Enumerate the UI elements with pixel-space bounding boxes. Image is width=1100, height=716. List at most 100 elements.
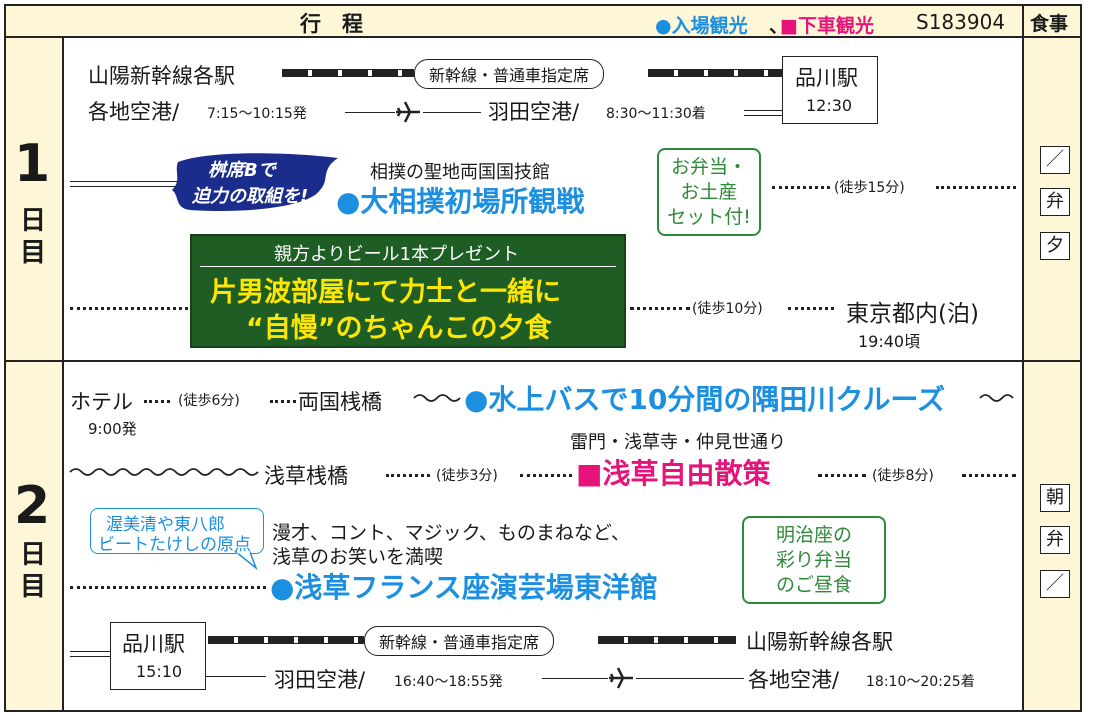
lunch-line1: 明治座の — [775, 524, 852, 546]
badge-line1: 桝席Bで — [208, 160, 276, 181]
lunch-line3: のご昼食 — [775, 574, 852, 596]
day1-walk-line-left — [772, 186, 830, 189]
day2-walk-line-c — [386, 474, 430, 477]
day1-number: 1 — [14, 134, 51, 194]
day1-departure-airport-time: 7:15～10:15発 — [207, 106, 307, 122]
bento-note: お弁当・ お土産 セット付! — [657, 148, 761, 236]
bento-line3: セット付! — [667, 206, 751, 228]
day1-rail-line-left — [282, 69, 414, 77]
day2-label-ch2: 目 — [20, 572, 47, 602]
day2-ryogoku-pier: 両国桟橋 — [298, 390, 382, 414]
day1-flight-line-left — [345, 112, 395, 113]
day2-rail-line-right — [598, 636, 736, 644]
meal-header: 食事 — [1030, 13, 1069, 35]
day2-departure-airport: 羽田空港/ — [274, 668, 366, 692]
badge-line2: 迫力の取組を! — [192, 186, 309, 207]
day2-hotel: ホテル — [70, 390, 133, 414]
show-line2: 浅草のお笑いを満喫 — [272, 546, 444, 568]
lunch-note: 明治座の 彩り弁当 のご昼食 — [742, 516, 886, 604]
day1-departure-airport: 各地空港/ — [88, 100, 180, 124]
day2-meal-dinner: ／ — [1040, 570, 1070, 598]
day1-sumo-line — [70, 181, 182, 187]
legend-dropoff: ■下車観光 — [780, 15, 874, 37]
bento-line2: お土産 — [680, 181, 738, 203]
asakusa-title: ■浅草自由散策 — [576, 457, 771, 490]
day1-label-ch1: 日 — [20, 206, 47, 236]
bubble-line2: ビートたけしの原点 — [98, 535, 251, 555]
day2-arrival-station: 山陽新幹線各駅 — [746, 630, 893, 654]
day2-asakusa-pier: 浅草桟橋 — [264, 464, 348, 488]
tour-code: S183904 — [916, 10, 1006, 34]
legend-separator: 、 — [769, 15, 789, 37]
sumo-title: ●大相撲初場所観戦 — [336, 185, 585, 218]
day2-rail-label: 新幹線・普通車指定席 — [364, 626, 555, 656]
cruise-title: ●水上バスで10分間の隅田川クルーズ — [464, 383, 946, 416]
day2-walk-line-a — [144, 400, 170, 403]
day1-flight-line-right — [423, 112, 481, 113]
day2-label-col — [4, 360, 64, 712]
brush-badge-bg — [172, 153, 338, 212]
lunch-line2: 彩り弁当 — [775, 549, 852, 571]
day1-hotel-line — [788, 307, 834, 310]
day1-arrival-airport-time: 8:30～11:30着 — [606, 106, 706, 122]
day1-arrival-airport: 羽田空港/ — [488, 100, 580, 124]
day1-dinner-line-right — [630, 307, 690, 310]
wave-icon-right — [979, 394, 1014, 402]
day2-walk-line-b — [270, 400, 296, 403]
day2-shinagawa-box — [110, 622, 206, 690]
day1-rail-label: 新幹線・普通車指定席 — [414, 59, 605, 89]
note-bubble — [90, 508, 264, 554]
chanko-box — [190, 234, 626, 348]
day2-meal-breakfast: 朝 — [1040, 484, 1070, 512]
day2-arrival-airport: 各地空港/ — [748, 668, 840, 692]
header-title: 行 程 — [300, 12, 363, 36]
bubble-line1: 渥美清や東八郎 — [106, 515, 225, 535]
theater-title: ●浅草フランス座演芸場東洋館 — [270, 571, 658, 604]
day2-number: 2 — [14, 476, 51, 536]
day2-rail-line-left — [208, 636, 364, 644]
day2-theater-line — [70, 586, 266, 589]
day2-departure-station: 品川駅 — [122, 632, 185, 656]
chanko-top: 親方よりビール1本プレゼント — [274, 244, 520, 265]
day1-departure-station: 山陽新幹線各駅 — [88, 64, 235, 88]
day2-arrival-airport-time: 18:10～20:25着 — [866, 674, 975, 690]
day2-meal-lunch: 弁 — [1040, 526, 1070, 554]
day2-walk-3: (徒歩3分) — [436, 468, 498, 484]
day1-label-ch2: 目 — [20, 238, 47, 268]
legend-entrance: ●入場観光 — [655, 15, 748, 37]
chanko-line2: “自慢”のちゃんこの夕食 — [246, 313, 552, 344]
day2-label-ch1: 日 — [20, 540, 47, 570]
day2-walk-6: (徒歩6分) — [178, 393, 240, 409]
day1-meal-dinner: 夕 — [1040, 232, 1070, 260]
bento-line1: お弁当・ — [670, 156, 747, 178]
day1-hotel: 東京都内(泊) — [846, 301, 979, 327]
day1-meal-lunch: 弁 — [1040, 188, 1070, 216]
asakusa-subtitle: 雷門・浅草寺・仲見世通り — [570, 432, 786, 453]
day2-hotel-time: 9:00発 — [88, 420, 137, 438]
show-line1: 漫才、コント、マジック、ものまねなど、 — [272, 522, 630, 544]
day1-rail-line-right — [648, 69, 782, 77]
chanko-line1: 片男波部屋にて力士と一緒に — [210, 277, 561, 308]
day2-walk-line-e — [818, 474, 866, 477]
meal-header-divider — [1022, 4, 1024, 38]
day1-walk-line-right — [936, 186, 1016, 189]
day1-meal-breakfast: ／ — [1040, 146, 1070, 174]
day1-shinagawa-box — [782, 56, 878, 124]
day1-arrival-station: 品川駅 — [795, 66, 858, 90]
chanko-divider — [200, 266, 616, 267]
day2-walk-line-f — [962, 474, 1016, 477]
day2-flight-line-right — [636, 678, 744, 679]
day2-departure-time: 15:10 — [136, 662, 183, 681]
airplane-icon-return — [609, 667, 633, 689]
airplane-icon — [396, 101, 420, 123]
day2-departure-airport-time: 16:40～18:55発 — [394, 674, 503, 690]
day2-walk-line-d — [520, 474, 572, 477]
day1-dinner-line-left — [70, 307, 188, 310]
day1-walk-10: (徒歩10分) — [692, 301, 763, 317]
day1-connector-line — [744, 110, 782, 116]
day1-walk-15: (徒歩15分) — [834, 180, 905, 196]
day1-hotel-time: 19:40頃 — [858, 332, 921, 351]
day2-flight-line-left — [542, 678, 608, 679]
wave-icon — [413, 394, 461, 402]
bubble-tail — [233, 550, 258, 571]
